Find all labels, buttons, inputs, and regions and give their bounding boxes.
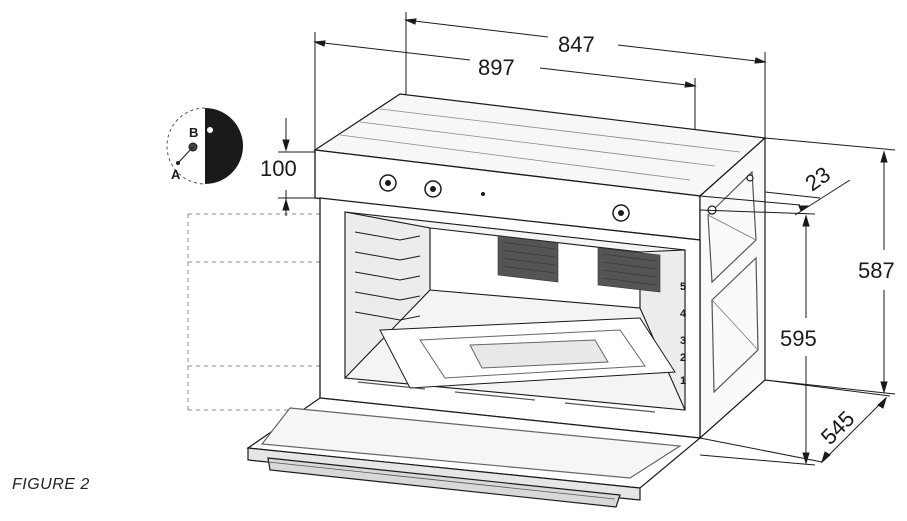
- dimension-847: [404, 12, 767, 138]
- oven-door-open: [246, 381, 702, 508]
- dim-label-587: 587: [858, 258, 895, 283]
- figure-caption: FIGURE 2: [12, 476, 90, 493]
- dim-label-595: 595: [780, 326, 817, 351]
- dimension-100: [278, 118, 320, 216]
- dim-label-23: 23: [801, 162, 835, 197]
- dim-label-545: 545: [816, 406, 860, 450]
- dimension-23: [699, 179, 851, 216]
- dimension-545: [699, 379, 891, 464]
- rack-level-1: 1: [680, 375, 686, 387]
- detail-label-b: B: [189, 125, 198, 140]
- rack-level-3: 3: [680, 335, 686, 347]
- detail-label-a: A: [171, 167, 181, 182]
- dim-label-847: 847: [558, 32, 595, 57]
- indicator-light-icon: [481, 192, 485, 196]
- knob-left-icon: [379, 174, 397, 192]
- rack-level-2: 2: [680, 352, 686, 364]
- dimension-595: [699, 209, 816, 466]
- fan-grille-right: [597, 247, 661, 293]
- rack-rails-left: [354, 231, 421, 321]
- knob-center-icon: [424, 180, 442, 198]
- dim-label-897: 897: [478, 55, 515, 80]
- oven-floor-tray: [379, 317, 676, 389]
- rack-level-4: 4: [680, 308, 687, 320]
- dim-label-100: 100: [260, 156, 297, 181]
- detail-circle: B A: [166, 107, 243, 185]
- knob-right-icon: [612, 204, 630, 222]
- fan-grille-left: [497, 235, 559, 283]
- rack-level-5: 5: [680, 281, 686, 293]
